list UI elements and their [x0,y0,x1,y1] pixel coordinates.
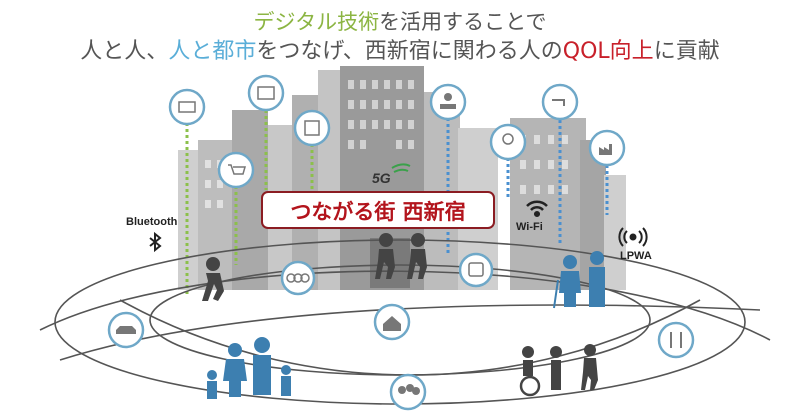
5g-signal-icon [391,163,411,173]
5g-label: 5G [372,170,391,186]
office-building-icon [293,109,331,147]
water-tap-icon [541,83,579,121]
worker-desk-icon [429,83,467,121]
couple-walking-icon [375,233,427,279]
bus-icon [280,260,316,296]
car-icon [107,311,145,349]
wifi-label: Wi-Fi [516,221,543,233]
tsunagaru-machi-banner: つながる街 西新宿 [261,191,495,229]
walking-person-icon [202,257,224,301]
connection-lines [185,110,609,295]
city-hall-icon [168,88,206,126]
child-walking-icon [581,344,598,390]
dining-icon [657,321,695,359]
bluetooth-icon [149,231,162,253]
people [202,233,598,397]
park-trees-icon [389,373,427,411]
family-icon [207,337,291,399]
shopping-cart-icon [217,151,255,189]
headline-line-2: 人と人、人と都市をつなげ、西新宿に関わる人のQOL向上に貢献 [80,39,720,64]
headline-line-1: デジタル技術を活用することで [253,10,547,34]
lpwa-label: LPWA [620,250,652,262]
house-icon [373,303,411,341]
lpwa-signal-icon [618,227,648,247]
elderly-couple-icon [553,251,605,309]
bluetooth-label: Bluetooth [126,216,178,228]
factory-icon [588,129,626,167]
hospital-icon [247,74,285,112]
train-icon [458,252,494,288]
wifi-icon [526,200,548,218]
lightbulb-icon [489,123,527,161]
wheelchair-user-icon [519,346,562,397]
